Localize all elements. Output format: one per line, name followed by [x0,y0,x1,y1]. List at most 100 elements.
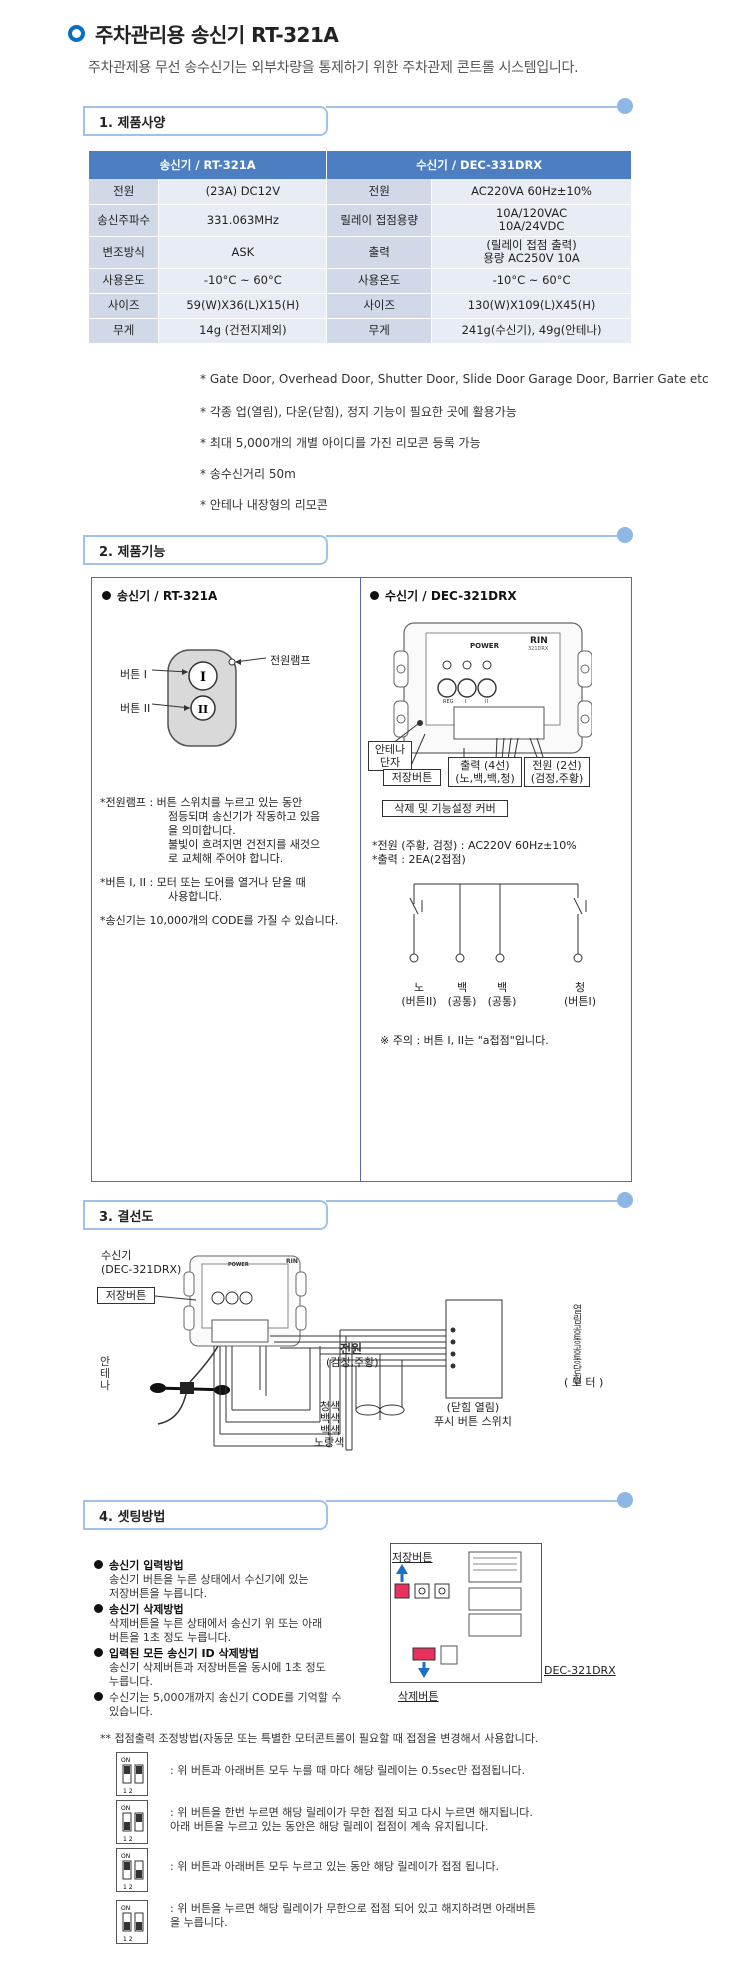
setting-item-title: 송신기 입력방법 [109,1559,184,1572]
svg-text:1 2: 1 2 [123,1836,133,1843]
spec-label-cell: 변조방식 [89,236,160,269]
setting-delete-label: 삭제버튼 [398,1690,439,1703]
dip-row: ON 1 2 [116,1900,148,1948]
motor-term: 열림 [570,1304,581,1324]
section-heading-spec: 1. 제품사양 [83,106,328,136]
svg-text:1 2: 1 2 [123,1788,133,1795]
spec-label-cell: 송신주파수 [89,204,160,237]
rx-power-text: POWER [470,642,499,650]
dip-switch-icon: ON 1 2 [116,1900,148,1944]
tx-title: 송신기 / RT-321A [117,589,218,603]
wiring-power-label: 전원 [340,1342,363,1356]
setting-item-text: 버튼을 1초 정도 누릅니다. [109,1631,232,1644]
svg-text:1 2: 1 2 [123,1936,133,1943]
tx-title-row: 송신기 / RT-321A [102,587,217,604]
cover-label: 삭제 및 기능설정 커버 [382,800,508,817]
wiring-receiver-label: 수신기 (DEC-321DRX) [101,1249,182,1276]
section-rule [326,1500,622,1502]
section-heading-function: 2. 제품기능 [83,535,328,565]
spec-label-cell: 사이즈 [326,293,433,319]
spec-value-cell: -10°C ~ 60°C [158,268,328,294]
section-rule [326,1200,622,1202]
dip-row: ON 1 2 [116,1752,148,1800]
power-wires-label: 전원 (2선) (검정,주황) [524,757,590,787]
spec-label-cell: 출력 [326,236,433,269]
spec-label-cell: 사용온도 [326,268,433,294]
page-subtitle: 주차관제용 무선 송수신기는 외부차량을 통제하기 위한 주차관제 콘트롤 시스… [88,60,579,76]
spec-label-cell: 릴레이 접점용량 [326,204,433,237]
wiring-save-button: 저장버튼 [97,1287,155,1304]
save-button-label: 저장버튼 [383,769,441,786]
dip-row: ON 1 2 [116,1848,148,1896]
note-item: * 송수신거리 50m [200,467,296,481]
section-dot-icon [617,98,633,114]
motor-label: ( 모 터 ) [564,1376,604,1389]
rx-btn-label: I [465,699,467,705]
setting-item-text: 송신기 삭제버튼과 저장버튼을 동시에 1초 정도 [109,1661,326,1674]
tx-note-line: 을 의미합니다. [168,824,236,837]
wire-color: 백색 [320,1412,341,1425]
wire-color: 청색 [320,1400,341,1413]
section-dot-icon [617,1192,633,1208]
setting-item-text: 있습니다. [109,1705,153,1718]
setting-model-label: DEC-321DRX [544,1664,616,1677]
tx-note-line: *버튼 I, II : 모터 또는 도어를 열거나 닫을 때 [100,876,306,889]
bullet-icon [370,591,379,600]
wiring-rx-brand: RIN [286,1258,298,1265]
tx-note-line: *송신기는 10,000개의 CODE를 가질 수 있습니다. [100,914,339,927]
dip-switch-icon: ON 1 2 [116,1848,148,1892]
caution-note: ※ 주의 : 버튼 I, II는 "a접점"입니다. [380,1034,549,1047]
spec-label-cell: 사용온도 [89,268,160,294]
setting-board-drawing [394,1551,522,1678]
dip-note: ** 접점출력 조정방법(자동문 또는 특별한 모터콘트롤이 필요할 때 접점을… [100,1732,539,1745]
section-rule [326,535,622,537]
spec-label-cell: 무게 [89,318,160,344]
receiver-illustration [393,622,592,754]
wiring-power-sub: (검정,주황) [326,1356,379,1369]
bullet-icon [94,1604,103,1613]
spec-label-cell: 전원 [89,179,160,205]
relay-contact-schematic [409,883,587,963]
dip-desc: : 위 버튼과 아래버튼 모두 누르고 있는 동안 해당 릴레이가 접점 됩니다… [170,1860,500,1873]
panel-divider [360,578,361,1181]
dip-desc: : 위 버튼을 한번 누르면 해당 릴레이가 무한 접점 되고 다시 누르면 해… [170,1806,533,1833]
spec-value-cell: -10°C ~ 60°C [431,268,632,294]
spec-table: 송신기 / RT-321A 수신기 / DEC-331DRX 전원(23A) D… [89,151,632,344]
dip-desc: : 위 버튼을 누르면 해당 릴레이가 무한으로 접점 되어 있고 해지하려면 … [170,1902,537,1929]
spec-value-cell: ASK [158,236,328,269]
terminal-label: 노 (버튼II) [401,981,437,1008]
svg-text:ON: ON [121,1805,130,1812]
wiring-diagram [150,1255,503,1451]
setting-item: 송신기 삭제방법 삭제버튼을 누른 상태에서 송신기 위 또는 아래 버튼을 1… [94,1603,374,1645]
rx-brand: RIN [530,636,548,646]
svg-text:I: I [200,670,206,685]
setting-item-title: 송신기 삭제방법 [109,1603,184,1616]
spec-value-cell: 331.063MHz [158,204,328,237]
spec-value-cell: 59(W)X36(L)X15(H) [158,293,328,319]
dip-switch-icon: ON 1 2 [116,1752,148,1796]
rx-model-small: 321DRX [528,646,549,652]
section-heading-setting: 4. 셋팅방법 [83,1500,328,1530]
setting-item-title: 입력된 모든 송신기 ID 삭제방법 [109,1647,259,1660]
section-rule [326,106,622,108]
spec-value-cell: 14g (건전지제외) [158,318,328,344]
tx-note-line: 사용합니다. [168,890,223,903]
page-header: 주차관리용 송신기 RT-321A [68,18,339,48]
push-switch-label: (닫힘 열림) 푸시 버튼 스위치 [434,1401,512,1428]
spec-value-cell: 241g(수신기), 49g(안테나) [431,318,632,344]
svg-text:1 2: 1 2 [123,1884,133,1891]
note-item: * 안테나 내장형의 리모콘 [200,498,328,512]
tx-notes: *전원램프 : 버튼 스위치를 누르고 있는 동안 점등되며 송신기가 작동하고… [100,796,338,928]
rx-spec-output: *출력 : 2EA(2접점) [372,853,466,866]
bullet-icon [94,1560,103,1569]
setting-item-text: 수신기는 5,000개까지 송신기 CODE를 기억할 수 [109,1691,342,1704]
setting-item: 송신기 입력방법 송신기 버튼을 누른 상태에서 수신기에 있는 저장버튼을 누… [94,1559,374,1601]
wiring-antenna-label: 안 테 나 [100,1355,111,1392]
lamp-label: 전원램프 [270,654,311,667]
page-title: 주차관리용 송신기 RT-321A [95,22,339,47]
rx-title-row: 수신기 / DEC-321DRX [370,587,517,604]
